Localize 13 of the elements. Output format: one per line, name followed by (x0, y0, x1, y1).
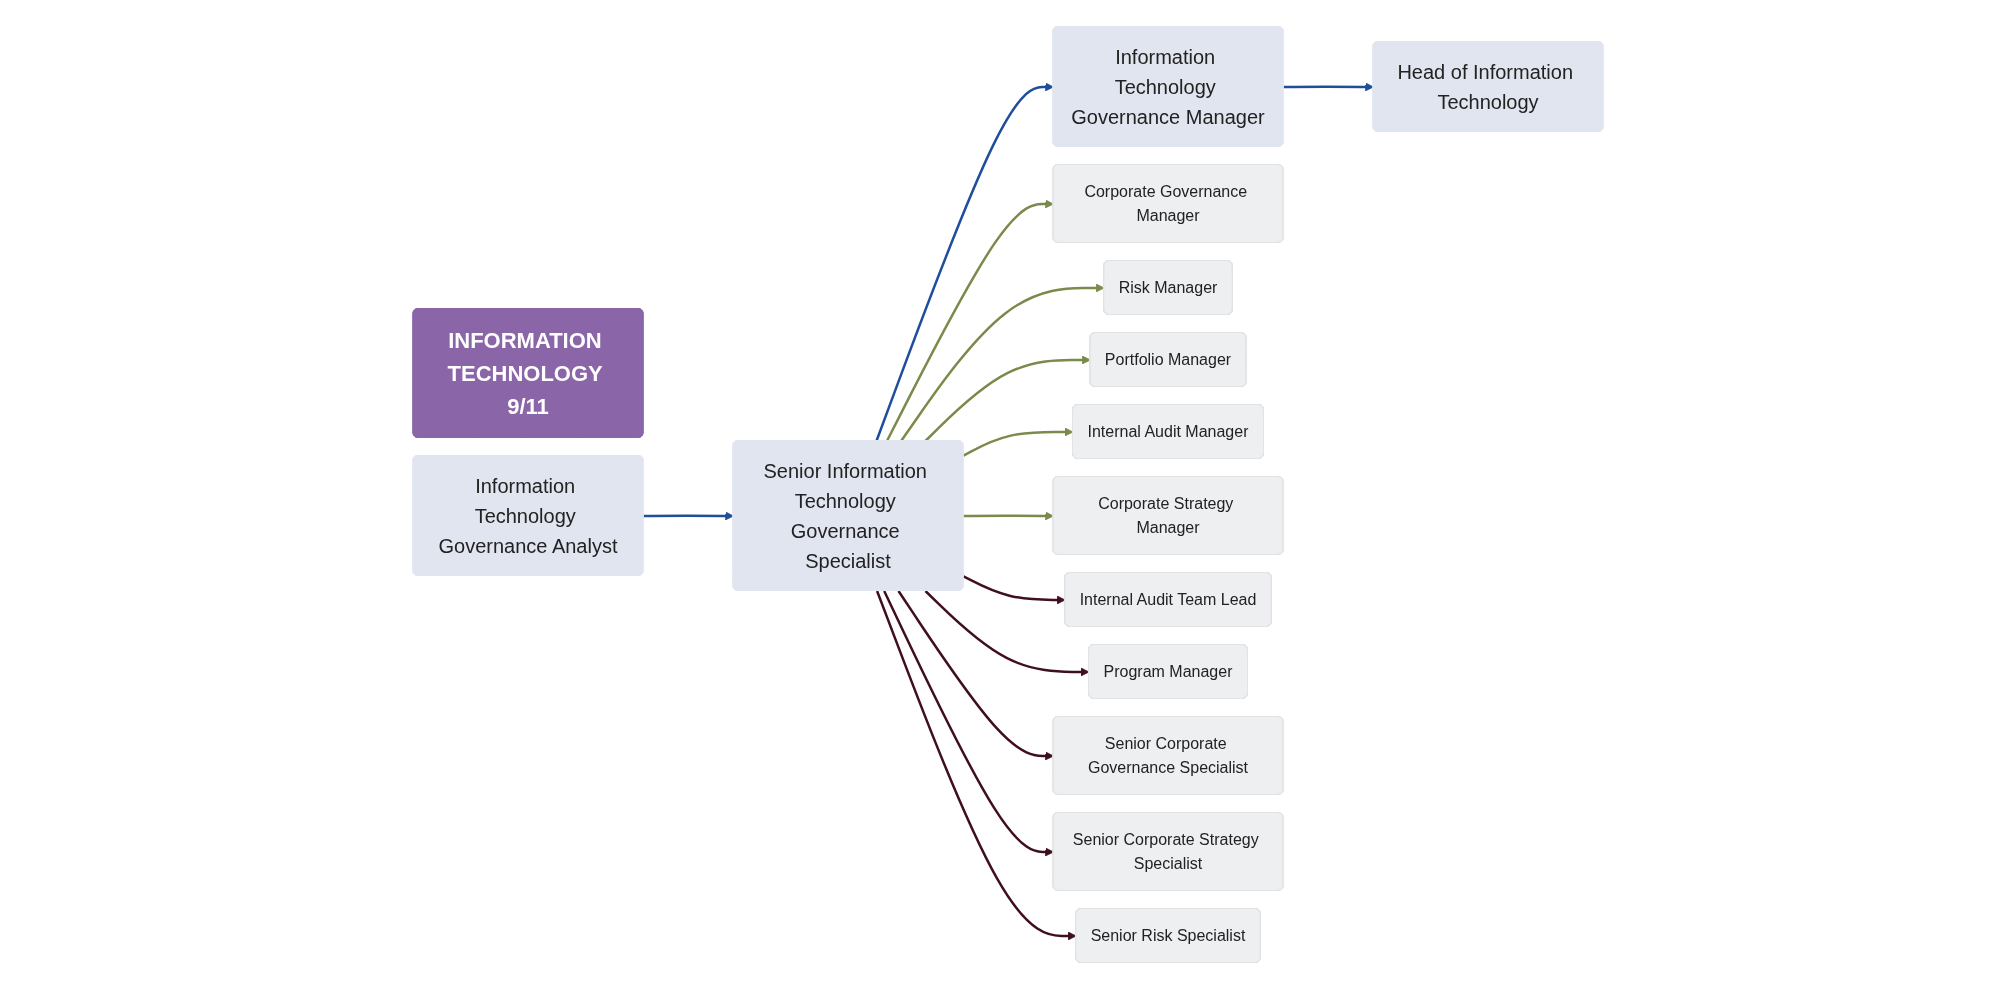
arrow (883, 590, 1054, 857)
arrow (924, 355, 1091, 442)
arrow (1283, 82, 1374, 92)
arrow (897, 590, 1054, 761)
arrow (900, 283, 1105, 442)
arrow (924, 590, 1090, 677)
arrow (875, 82, 1054, 442)
arrow (963, 511, 1054, 521)
arrow (962, 575, 1066, 605)
arrow (643, 511, 734, 521)
arrow (885, 199, 1054, 442)
arrow (962, 427, 1074, 457)
arrow (875, 590, 1077, 941)
